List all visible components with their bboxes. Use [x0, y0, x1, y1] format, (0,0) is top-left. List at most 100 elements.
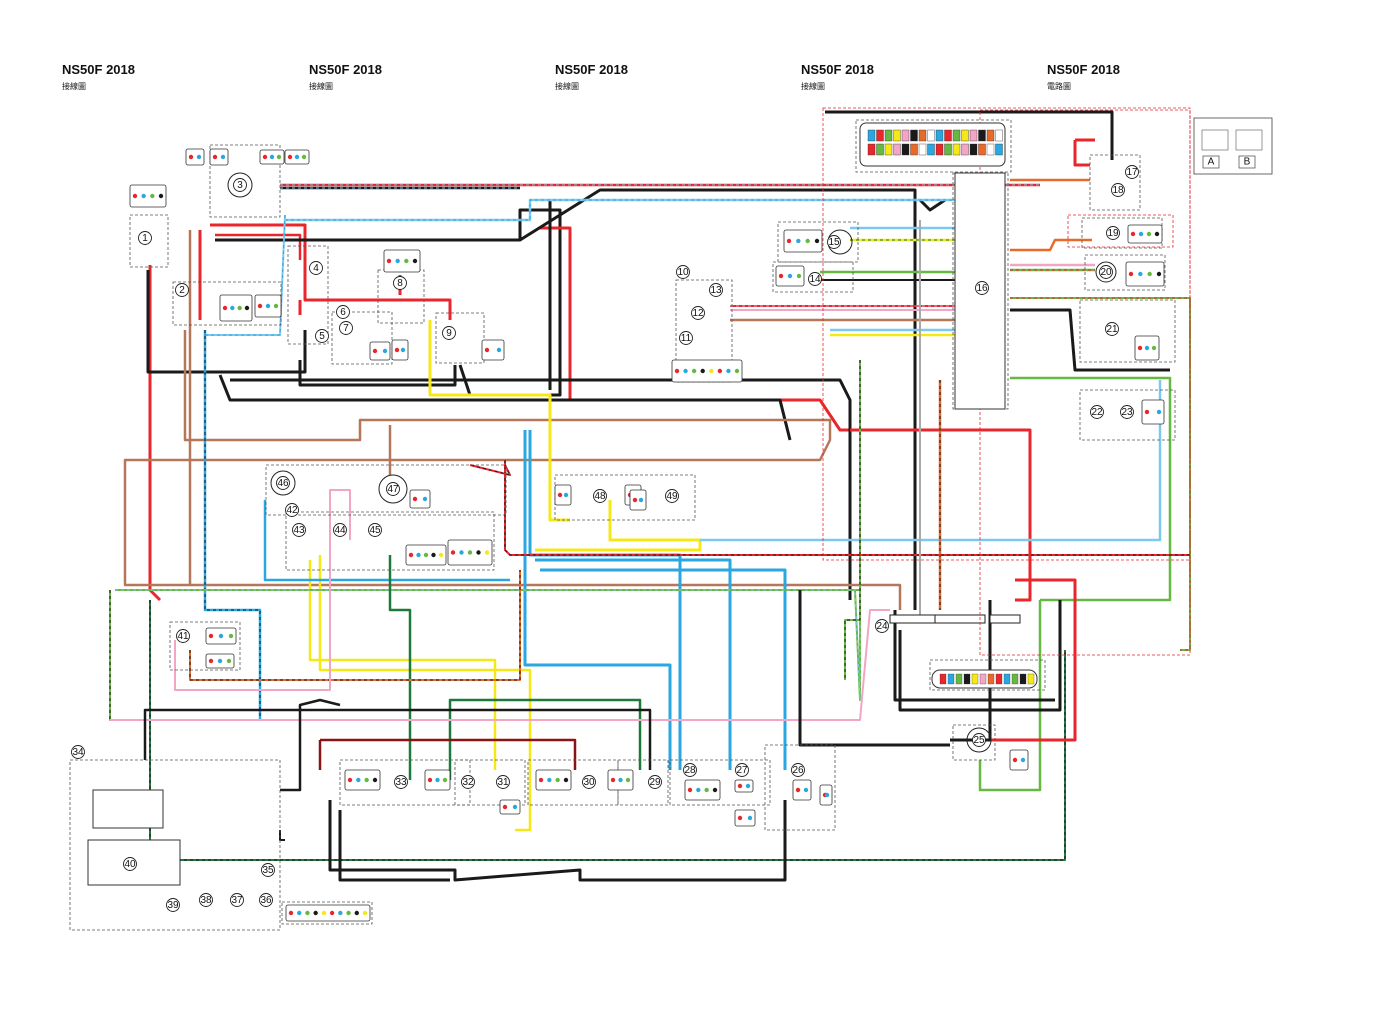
connector-icon — [1009, 749, 1029, 771]
svg-text:36: 36 — [260, 895, 272, 906]
svg-text:41: 41 — [177, 631, 189, 642]
wire-black — [1010, 308, 1170, 372]
component-label-11: 11 — [679, 331, 693, 345]
component-label-40: 40 — [123, 857, 137, 871]
component-label-8: 8 — [393, 276, 407, 290]
component-label-30: 30 — [582, 775, 596, 789]
wire-darkred — [320, 738, 577, 770]
component-box — [1084, 254, 1166, 291]
component-label-38: 38 — [199, 893, 213, 907]
svg-text:16: 16 — [976, 283, 988, 294]
svg-text:31: 31 — [497, 777, 509, 788]
svg-text:27: 27 — [736, 765, 748, 776]
component-box — [669, 759, 771, 806]
svg-text:28: 28 — [684, 765, 696, 776]
component-label-41: 41 — [176, 629, 190, 643]
connector-icon — [209, 148, 229, 166]
component-box — [1089, 154, 1141, 211]
component-box — [281, 901, 373, 925]
component-box — [209, 144, 281, 218]
svg-text:30: 30 — [583, 777, 595, 788]
connector-icon — [344, 769, 381, 791]
svg-text:42: 42 — [286, 505, 298, 516]
component-box — [855, 119, 1012, 173]
svg-text:35: 35 — [262, 865, 274, 876]
connector-icon — [481, 339, 505, 361]
svg-text:45: 45 — [369, 525, 381, 536]
wire-green — [978, 760, 1030, 792]
component-box — [1067, 214, 1174, 248]
svg-text:2: 2 — [179, 285, 185, 296]
header-4: NS50F 2018 接線圖 — [801, 62, 1001, 92]
header-subtitle: 接線圖 — [555, 82, 579, 91]
component-label-28: 28 — [683, 763, 697, 777]
connector-icon — [391, 339, 409, 361]
wire-red — [148, 265, 162, 602]
component-label-37: 37 — [230, 893, 244, 907]
wire-red — [469, 464, 511, 476]
wire-black — [825, 110, 1114, 160]
component-box — [822, 107, 1191, 561]
connector-icon — [383, 249, 421, 273]
wire-sky — [700, 380, 1162, 542]
svg-text:32: 32 — [462, 777, 474, 788]
wire-blue — [535, 558, 732, 770]
connector-icon — [734, 809, 756, 827]
component-label-17: 17 — [1125, 165, 1139, 179]
svg-text:29: 29 — [649, 777, 661, 788]
component-label-25: 25 — [972, 733, 986, 747]
connector-icon — [792, 779, 812, 801]
component-label-23: 23 — [1120, 405, 1134, 419]
wire-blue — [203, 330, 262, 720]
svg-text:38: 38 — [200, 895, 212, 906]
svg-text:47: 47 — [387, 484, 399, 495]
component-label-48: 48 — [593, 489, 607, 503]
component-label-4: 4 — [309, 261, 323, 275]
component-box — [435, 312, 485, 364]
connector-strip — [934, 614, 986, 624]
wire-orange — [1010, 238, 1092, 252]
svg-text:15: 15 — [828, 237, 840, 248]
wire-black — [230, 378, 852, 600]
svg-text:39: 39 — [167, 900, 179, 911]
connector-icon — [369, 341, 391, 361]
svg-text:34: 34 — [72, 747, 84, 758]
wire-yellow — [318, 555, 532, 832]
wire-pink — [174, 489, 351, 691]
svg-text:11: 11 — [681, 333, 692, 344]
wire-sky — [285, 198, 960, 222]
wire-red — [1073, 140, 1090, 167]
svg-text:37: 37 — [231, 895, 243, 906]
connector-icon — [1141, 399, 1165, 425]
component-box — [265, 464, 507, 516]
component-box — [69, 759, 281, 931]
connector-icon — [409, 489, 431, 509]
component-label-6: 6 — [336, 305, 350, 319]
svg-text:10: 10 — [677, 267, 689, 278]
wire-black — [950, 600, 992, 742]
header-subtitle: 接線圖 — [309, 82, 333, 91]
header-title: NS50F 2018 — [62, 62, 135, 77]
svg-text:23: 23 — [1121, 407, 1133, 418]
component-label-31: 31 — [496, 775, 510, 789]
svg-text:24: 24 — [876, 621, 888, 632]
wire-red — [540, 226, 1032, 602]
wire-pink — [110, 609, 890, 721]
svg-text:26: 26 — [792, 765, 804, 776]
component-label-24: 24 — [875, 619, 889, 633]
component-label-36: 36 — [259, 893, 273, 907]
legend-label-a: A — [1208, 157, 1215, 168]
wire-orange — [189, 570, 521, 681]
svg-text:21: 21 — [1106, 324, 1118, 335]
component-boxes-layer — [69, 107, 1263, 931]
component-box — [952, 724, 996, 761]
connector-icon — [219, 294, 253, 322]
wire-black — [279, 830, 285, 841]
svg-text:3: 3 — [237, 180, 243, 191]
connector-icon — [185, 148, 205, 166]
connector-icon — [554, 484, 572, 506]
svg-text:22: 22 — [1091, 407, 1103, 418]
connector-icon — [129, 184, 167, 208]
connector-icon — [499, 799, 521, 815]
